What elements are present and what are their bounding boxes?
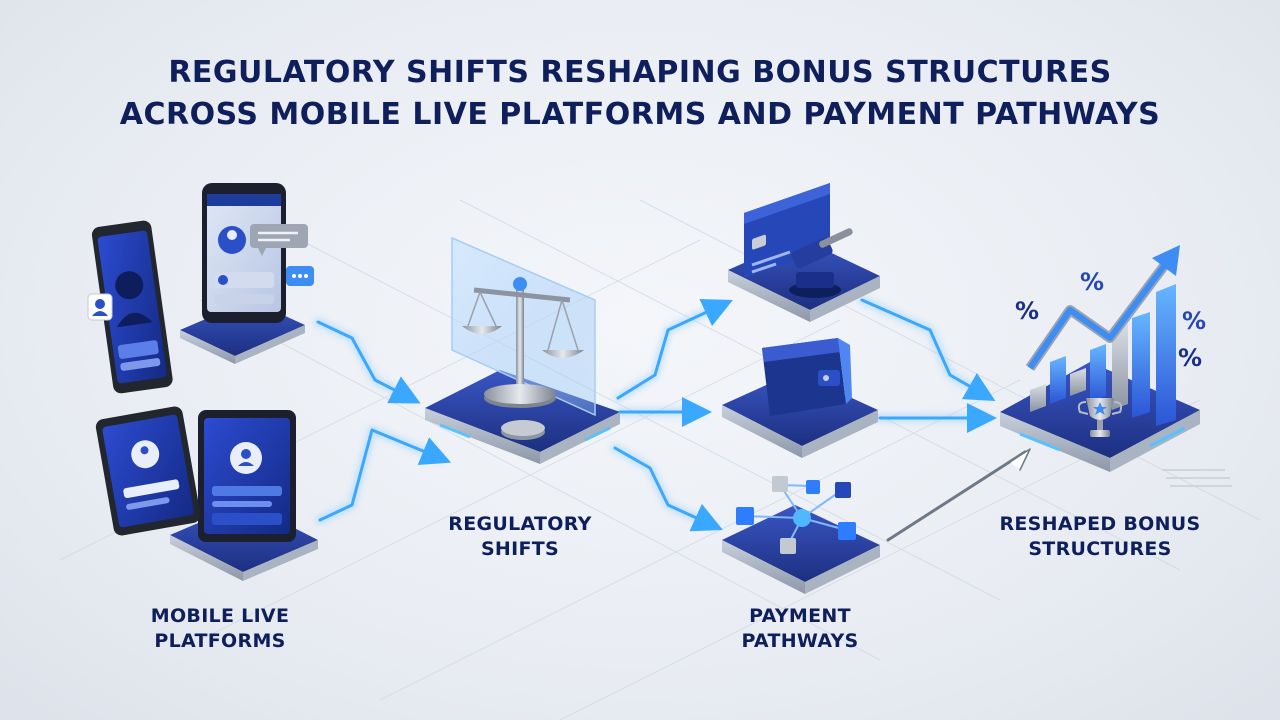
label-line: PLATFORMS xyxy=(154,630,286,652)
arrow-mobile-top-to-regulatory xyxy=(316,320,421,404)
label-regulatory-shifts: REGULATORY SHIFTS xyxy=(420,512,620,562)
regulatory-group xyxy=(425,236,620,464)
label-payment-pathways: PAYMENT PATHWAYS xyxy=(700,604,900,654)
chat-bubble-icon xyxy=(250,224,308,256)
user-avatar-icon xyxy=(87,293,113,321)
gavel-icon xyxy=(789,228,853,298)
arrow-card-to-bonus xyxy=(860,298,996,401)
title-line-2: ACROSS MOBILE LIVE PLATFORMS AND PAYMENT… xyxy=(119,97,1161,132)
smartphone-icon xyxy=(202,183,286,323)
label-line: MOBILE LIVE xyxy=(150,605,290,627)
network-nodes-icon xyxy=(736,476,856,554)
growth-chart-icon xyxy=(1025,245,1180,426)
wallet-icon xyxy=(762,338,852,416)
trophy-icon xyxy=(1077,398,1123,437)
bonus-group: % % % % xyxy=(1000,245,1232,487)
arrow-network-to-bonus xyxy=(886,450,1027,542)
label-line: SHIFTS xyxy=(480,538,560,560)
connector-arrows xyxy=(313,295,1031,542)
label-line: PAYMENT xyxy=(749,605,851,627)
platform-base xyxy=(425,370,620,464)
arrow-mobile-bottom-to-regulatory xyxy=(318,428,452,522)
svg-text:%: % xyxy=(1015,297,1039,325)
percent-icon: % % % % xyxy=(1015,268,1206,372)
svg-text:%: % xyxy=(1178,344,1202,372)
smartphone-icon xyxy=(91,220,173,394)
label-mobile-live-platforms: MOBILE LIVE PLATFORMS xyxy=(110,604,330,654)
svg-text:%: % xyxy=(1080,268,1104,296)
scales-of-justice-icon xyxy=(462,277,584,440)
data-lines-decoration xyxy=(1162,469,1232,487)
title-line-1: REGULATORY SHIFTS RESHAPING BONUS STRUCT… xyxy=(168,55,1112,90)
tablet-icon xyxy=(198,410,296,542)
label-line: PATHWAYS xyxy=(741,630,859,652)
page-title: REGULATORY SHIFTS RESHAPING BONUS STRUCT… xyxy=(0,52,1280,136)
label-reshaped-bonus-structures: RESHAPED BONUS STRUCTURES xyxy=(980,512,1220,562)
tablet-icon xyxy=(95,406,201,536)
svg-text:%: % xyxy=(1182,307,1206,335)
arrow-regulatory-to-card xyxy=(616,298,733,400)
label-line: REGULATORY xyxy=(448,513,592,535)
chat-dots-icon xyxy=(286,266,314,286)
label-line: RESHAPED BONUS xyxy=(999,513,1201,535)
arrow-regulatory-to-network xyxy=(613,446,723,532)
platform-base xyxy=(722,505,880,594)
payment-group xyxy=(722,183,880,594)
mobile-platforms-group xyxy=(87,183,318,581)
label-line: STRUCTURES xyxy=(1028,538,1172,560)
